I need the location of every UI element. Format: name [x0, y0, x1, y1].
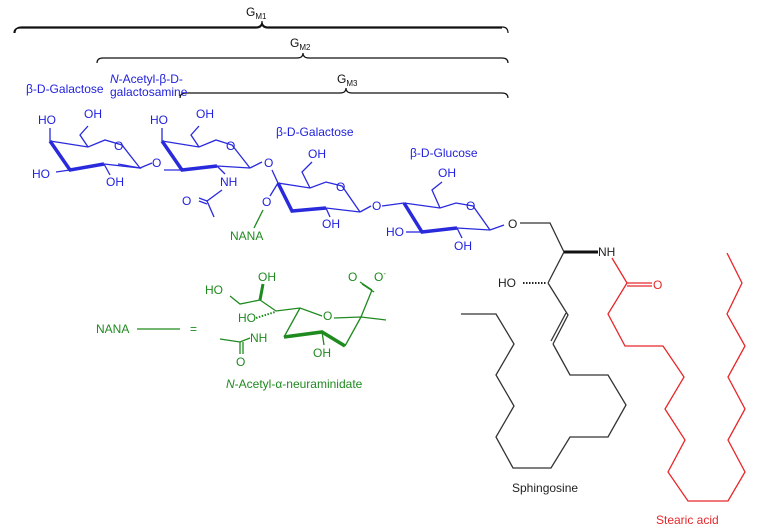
atom-oh: OH	[313, 346, 331, 360]
bracket-gm1: GM1	[14, 5, 509, 34]
atom-ho: HO	[238, 311, 256, 325]
label-n-acetyl-neuraminidate: N-Acetyl-α-neuraminidate	[226, 377, 363, 391]
nana-def-abbr: NANA	[96, 322, 129, 336]
atom-ring-o: O	[226, 139, 235, 153]
atom-o-nana-link: O	[262, 195, 271, 209]
gm2-label: GM2	[290, 36, 311, 52]
atom-oh: OH	[454, 239, 472, 253]
atom-ho: HO	[150, 113, 168, 127]
atom-oh: OH	[322, 217, 340, 231]
atom-oh: OH	[258, 270, 276, 284]
bracket-gm1-full	[13, 22, 502, 34]
label-beta-d-glucose: β-D-Glucose	[410, 146, 478, 160]
atom-ho-sphingosine: HO	[498, 276, 516, 290]
bracket-gm3: GM3	[179, 72, 509, 99]
atom-carbonyl-o: O	[182, 194, 191, 208]
label-beta-d-galactose-1: β-D-Galactose	[26, 82, 104, 96]
gm1-label: GM1	[246, 5, 267, 21]
nana-definition: NANA = HO OH HO NH O O O- OH O N-Acetyl-…	[96, 269, 386, 391]
atom-oh: OH	[84, 107, 102, 121]
atom-ring-o: O	[114, 139, 123, 153]
gm3-label: GM3	[337, 72, 358, 88]
atom-glycosidic-o: O	[264, 156, 273, 170]
label-galnac-line1: N-Acetyl-β-D-	[110, 72, 183, 86]
atom-ring-o: O	[336, 180, 345, 194]
ring-glucose: OH O HO OH	[381, 166, 505, 253]
atom-nh: NH	[220, 175, 237, 189]
atom-oh: OH	[196, 107, 214, 121]
atom-carbonyl-o: O	[653, 278, 662, 292]
atom-oh: OH	[106, 175, 124, 189]
atom-ring-o: O	[466, 199, 475, 213]
ring-galnac: HO OH O NH O	[150, 107, 263, 218]
equals-sign: =	[190, 322, 197, 336]
atom-ho: HO	[32, 167, 50, 181]
sphingosine-chain: O NH HO Sphingosine	[461, 217, 627, 495]
ring-galactose-1: HO OH O HO OH O	[32, 107, 161, 189]
atom-ring-o: O	[323, 309, 332, 323]
atom-carbonyl-o: O	[236, 355, 245, 369]
stearic-acid-chain: O Stearic acid	[607, 252, 746, 527]
atom-ether-o: O	[508, 217, 517, 231]
atom-nh-amide: NH	[598, 245, 615, 259]
label-sphingosine: Sphingosine	[512, 481, 578, 495]
label-beta-d-galactose-2: β-D-Galactose	[276, 125, 354, 139]
atom-nh: NH	[250, 331, 267, 345]
atom-carboxylate-o: O-	[374, 269, 386, 284]
atom-glycosidic-o: O	[372, 199, 381, 213]
atom-oh: OH	[438, 166, 456, 180]
nana-abbr-attached: NANA	[230, 229, 263, 243]
atom-ho: HO	[205, 283, 223, 297]
atom-ho: HO	[38, 113, 56, 127]
atom-glycosidic-o: O	[152, 156, 161, 170]
atom-carbonyl-o: O	[348, 270, 357, 284]
label-stearic-acid: Stearic acid	[656, 513, 719, 527]
ring-galactose-2: O OH O O NANA OH O	[230, 147, 381, 243]
atom-ho: HO	[386, 225, 404, 239]
label-galnac-line2: galactosamine	[110, 85, 188, 99]
atom-oh: OH	[308, 147, 326, 161]
bracket-gm2: GM2	[96, 36, 509, 64]
